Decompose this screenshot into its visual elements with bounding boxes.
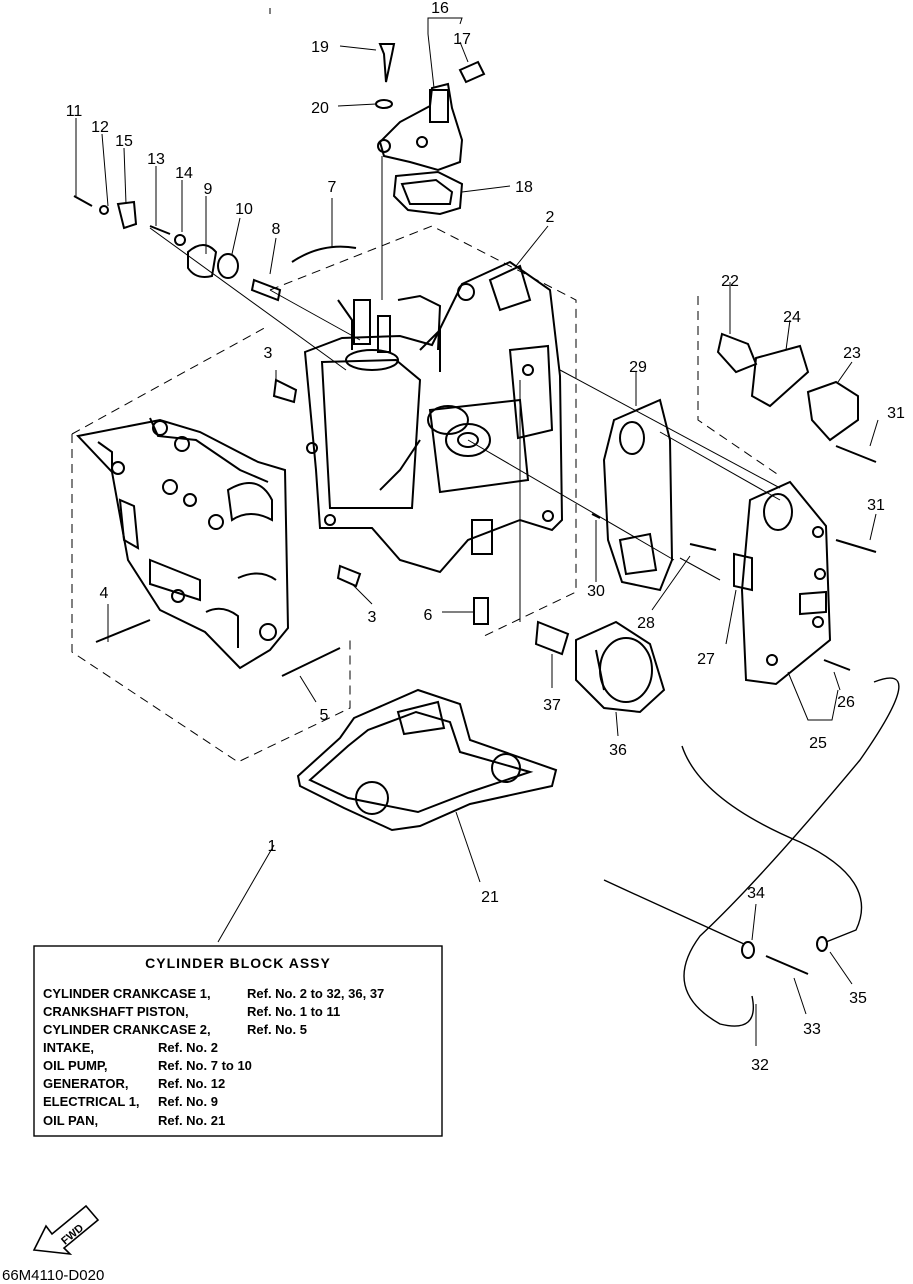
- legend-box: CYLINDER BLOCK ASSY CYLINDER CRANKCASE 1…: [33, 945, 443, 1137]
- callout-5: 5: [320, 707, 329, 724]
- callout-34: 34: [747, 885, 765, 902]
- callout-3a: 3: [264, 345, 273, 362]
- callout-31a: 31: [887, 405, 905, 422]
- callout-13: 13: [147, 151, 165, 168]
- legend-row-name: INTAKE,: [43, 1040, 94, 1055]
- callout-8: 8: [272, 221, 281, 238]
- callout-12: 12: [91, 119, 109, 136]
- forward-arrow-icon: FWD: [32, 1204, 100, 1256]
- legend-row-name: CYLINDER CRANKCASE 2,: [43, 1022, 211, 1037]
- callout-28: 28: [637, 615, 655, 632]
- legend-row-name: ELECTRICAL 1,: [43, 1094, 140, 1109]
- cylinder-block: [303, 260, 564, 574]
- callout-35: 35: [849, 990, 867, 1007]
- callout-25: 25: [809, 735, 827, 752]
- legend-row-ref: Ref. No. 1 to 11: [247, 1004, 340, 1019]
- callout-30: 30: [587, 583, 605, 600]
- callout-21: 21: [481, 889, 499, 906]
- legend-row-name: GENERATOR,: [43, 1076, 128, 1091]
- legend-row-ref: Ref. No. 2: [158, 1040, 218, 1055]
- callout-17: 17: [453, 31, 471, 48]
- callout-9: 9: [204, 181, 213, 198]
- callout-20: 20: [311, 100, 329, 117]
- legend-title: CYLINDER BLOCK ASSY: [145, 955, 331, 971]
- callout-19: 19: [311, 39, 329, 56]
- oil-filter-36: [575, 620, 666, 714]
- hoses: [603, 677, 900, 1027]
- callout-26: 26: [837, 694, 855, 711]
- assembly-boundaries: [71, 225, 781, 763]
- callout-22: 22: [721, 273, 739, 290]
- callout-29: 29: [629, 359, 647, 376]
- callout-15: 15: [115, 133, 133, 150]
- callout-36: 36: [609, 742, 627, 759]
- legend-row-ref: Ref. No. 2 to 32, 36, 37: [247, 986, 384, 1001]
- legend-row-name: OIL PAN,: [43, 1113, 98, 1128]
- callout-1: 1: [268, 838, 277, 855]
- cover-25: [740, 480, 832, 686]
- callout-10: 10: [235, 201, 253, 218]
- callout-37: 37: [543, 697, 561, 714]
- callout-18: 18: [515, 179, 533, 196]
- small-parts: [73, 43, 877, 975]
- callout-7: 7: [328, 179, 337, 196]
- callout-6: 6: [424, 607, 433, 624]
- callout-11: 11: [66, 103, 83, 120]
- gasket-29: [602, 398, 674, 592]
- sensor-parts: [716, 332, 859, 442]
- legend-row-name: OIL PUMP,: [43, 1058, 108, 1073]
- callout-3b: 3: [368, 609, 377, 626]
- legend-row-ref: Ref. No. 9: [158, 1094, 218, 1109]
- callout-24: 24: [783, 309, 801, 326]
- legend-row-ref: Ref. No. 7 to 10: [158, 1058, 252, 1073]
- callout-14: 14: [175, 165, 193, 182]
- leader-lines: [75, 8, 879, 1046]
- legend-row-ref: Ref. No. 5: [247, 1022, 307, 1037]
- callout-31b: 31: [867, 497, 885, 514]
- drawing-code: 66M4110-D020: [2, 1267, 104, 1284]
- callout-32: 32: [751, 1057, 769, 1074]
- legend-row-name: CYLINDER CRANKCASE 1,: [43, 986, 211, 1001]
- callout-2: 2: [546, 209, 555, 226]
- callout-4: 4: [100, 585, 109, 602]
- callout-27: 27: [697, 651, 715, 668]
- callouts: 1 2 3 3 4 5 6 7 8 9 10 11 12 13 14 15 16…: [66, 0, 905, 1074]
- legend-row-name: CRANKSHAFT PISTON,: [43, 1004, 189, 1019]
- callout-16: 16: [431, 0, 449, 17]
- oil-pan-gasket-21: [296, 688, 558, 832]
- crankcase-2: [76, 417, 290, 670]
- callout-33: 33: [803, 1021, 821, 1038]
- callout-23: 23: [843, 345, 861, 362]
- legend-row-ref: Ref. No. 21: [158, 1113, 225, 1128]
- thermostat-cover: [377, 82, 464, 216]
- legend-row-ref: Ref. No. 12: [158, 1076, 225, 1091]
